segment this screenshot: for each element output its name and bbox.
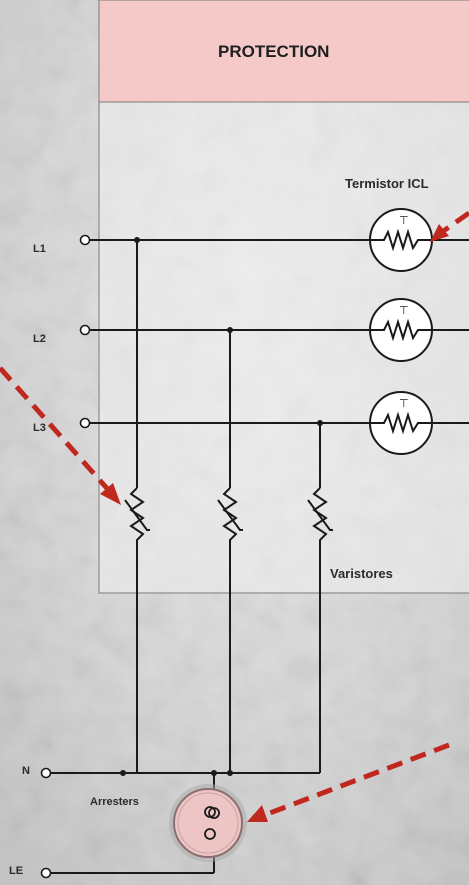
junction-n-1 — [120, 770, 126, 776]
junction-l3 — [317, 420, 323, 426]
terminal-n — [40, 767, 52, 779]
svg-text:⊤: ⊤ — [399, 215, 409, 227]
arrowhead-thermistor — [430, 224, 449, 242]
terminal-le — [40, 867, 52, 879]
varistor-1-bar — [124, 499, 150, 531]
terminal-label-l3: L3 — [33, 422, 46, 434]
terminal-l3 — [79, 417, 91, 429]
arrester-symbol — [169, 784, 247, 862]
arrow-arrester — [261, 742, 450, 819]
arrowhead-arrester — [247, 805, 268, 822]
junction-l1 — [134, 237, 140, 243]
terminal-label-l2: L2 — [33, 333, 46, 345]
varistor-2-bar — [217, 499, 243, 531]
terminal-label-l1: L1 — [33, 243, 46, 255]
arrester-label: Arresters — [90, 796, 139, 808]
varistor-3-bar — [307, 499, 333, 531]
arrowhead-varistor — [100, 483, 121, 505]
svg-text:⊤: ⊤ — [399, 398, 409, 410]
junction-n-3 — [227, 770, 233, 776]
thermistor-3: ⊤ — [369, 391, 433, 455]
svg-text:⊤: ⊤ — [399, 305, 409, 317]
thermistor-label: Termistor ICL — [345, 176, 429, 191]
terminal-label-n: N — [22, 765, 30, 777]
page-title: PROTECTION — [218, 42, 330, 61]
terminal-l2 — [79, 324, 91, 336]
varistor-2 — [222, 487, 238, 548]
varistor-3 — [312, 487, 328, 548]
junction-n-2 — [211, 770, 217, 776]
thermistor-2: ⊤ — [369, 298, 433, 362]
terminal-label-le: LE — [9, 865, 24, 877]
varistor-label: Varistores — [330, 566, 393, 581]
terminal-l1 — [79, 234, 91, 246]
arrow-varistor — [0, 366, 114, 496]
junction-l2 — [227, 327, 233, 333]
varistor-1 — [129, 487, 145, 548]
arrow-thermistor — [440, 210, 469, 235]
thermistor-1: ⊤ — [369, 208, 433, 272]
header-panel — [98, 0, 469, 103]
